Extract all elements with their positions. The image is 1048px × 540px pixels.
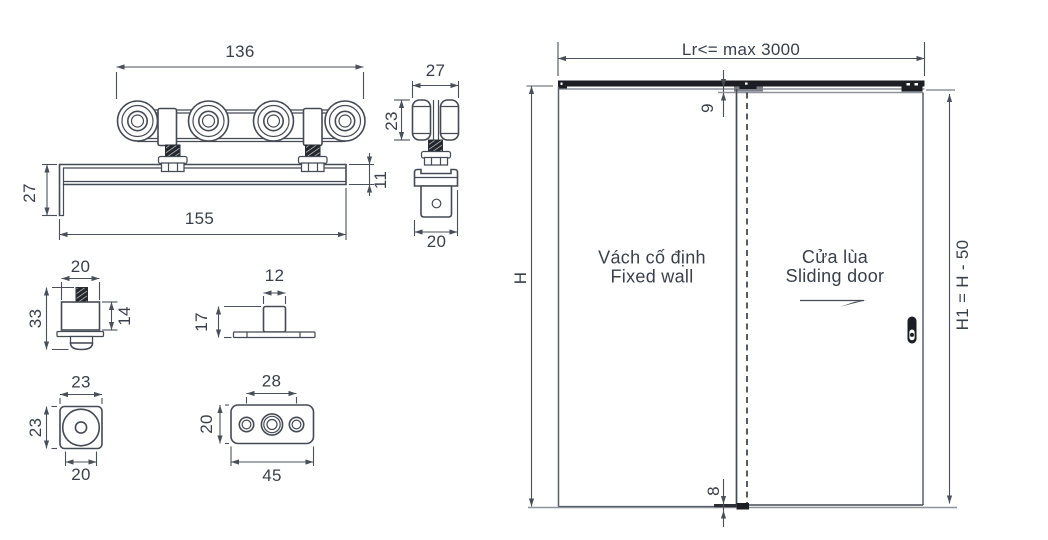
dim-label-plate-hole-spacing: 28	[262, 372, 282, 391]
dim-label-block-height: 23	[26, 418, 45, 438]
hanger-profile	[413, 168, 459, 187]
dim-label-roller-height: 23	[382, 111, 401, 131]
fixed-wall-panel	[557, 86, 738, 508]
threaded-stud-left	[165, 144, 181, 158]
hanger-block-left	[157, 107, 178, 147]
dim-opening-height: H	[511, 85, 553, 507]
dim-label-track-length: Lr<= max 3000	[682, 40, 800, 59]
dim-plate-hole-spacing: 28	[245, 372, 298, 404]
threaded-stud-right	[305, 144, 321, 158]
fixed-wall-label-vi: Vách cố định	[598, 248, 706, 268]
adjusting-nut-side	[420, 150, 452, 166]
adjusting-nut-right	[297, 155, 328, 173]
door-bottom-seal	[714, 504, 736, 508]
dim-label-plate-width: 45	[262, 466, 282, 485]
track-end-cap-left	[558, 80, 567, 89]
dim-stopper-body-height: 14	[102, 301, 134, 331]
dim-roller-height: 23	[382, 99, 410, 141]
dim-label-stopper-height: 33	[26, 309, 45, 329]
door-bracket	[420, 185, 453, 218]
hanger-block-right	[302, 107, 323, 147]
dim-rail-thickness: 11	[349, 153, 390, 196]
door-mounting-rail	[58, 163, 347, 217]
dim-block-height: 23	[26, 405, 57, 450]
floor-guide-mark	[736, 503, 749, 510]
track-rail	[558, 80, 925, 92]
slide-direction-arrow-icon	[800, 299, 867, 307]
dim-label-stopper-width: 20	[71, 257, 91, 276]
dim-plate-height: 20	[197, 404, 229, 445]
dim-stopper-height: 33	[26, 286, 74, 351]
roller-carriage-front-view: 136 27 155 11	[20, 42, 390, 240]
dim-bottom-gap: 8	[704, 479, 727, 527]
dim-rail-flange-height: 27	[20, 163, 57, 217]
guide-block-body	[59, 405, 103, 450]
dim-label-rail-thickness: 11	[371, 171, 390, 189]
guide-block-axle	[74, 421, 88, 434]
dim-guide-height: 17	[192, 305, 261, 339]
roller-side-right	[439, 99, 460, 141]
dim-track-length: Lr<= max 3000	[557, 40, 926, 76]
dim-label-plate-height: 20	[197, 414, 216, 434]
roller-side-left	[411, 99, 432, 141]
sliding-door-label-vi: Cửa lùa	[802, 247, 869, 267]
dim-label-top-gap: 9	[698, 103, 717, 113]
dim-stopper-width: 20	[60, 257, 101, 300]
guide-block-roller	[61, 408, 101, 447]
fixed-wall-label-en: Fixed wall	[610, 267, 693, 287]
dim-block-bottom-width: 20	[64, 451, 98, 484]
roller-wheel-1	[116, 100, 159, 142]
door-stopper-view: 20 33 14	[26, 257, 134, 351]
dim-door-height: H1 = H - 50	[926, 89, 972, 504]
track-roller-center	[734, 80, 763, 92]
floor-guide-view: 12 17	[192, 266, 316, 339]
dim-block-width: 23	[59, 373, 103, 404]
dim-carriage-width: 136	[115, 42, 365, 99]
guide-pin	[262, 305, 287, 333]
mounting-plate-body	[230, 404, 315, 445]
dim-plate-width: 45	[230, 446, 315, 485]
track-roller-right	[901, 80, 923, 92]
roller-carriage-side-view: 27 23 20	[382, 61, 460, 251]
dim-label-door-height: H1 = H - 50	[953, 240, 972, 331]
dim-label-carriage-width: 136	[225, 42, 254, 61]
dim-label-block-width: 23	[71, 373, 91, 392]
dim-label-guide-pin-width: 12	[265, 266, 285, 285]
stopper-dome	[69, 335, 94, 351]
dim-label-roller-width: 27	[426, 61, 446, 80]
stopper-washer	[56, 330, 105, 338]
guide-base-plate	[232, 331, 316, 339]
roller-wheel-4	[324, 100, 366, 142]
mounting-plate-view: 28 20 45	[197, 372, 315, 485]
dim-label-guide-height: 17	[192, 312, 211, 332]
stopper-stud	[75, 287, 88, 303]
plate-hole-right	[288, 416, 305, 433]
dim-label-opening-height: H	[511, 272, 530, 285]
dim-label-stopper-body-height: 14	[115, 306, 134, 326]
dim-top-gap: 9	[698, 70, 736, 117]
door-handle-icon	[907, 316, 917, 344]
dim-label-block-bottom-width: 20	[71, 465, 91, 484]
roller-wheel-3	[252, 100, 295, 142]
dim-label-rail-flange-height: 27	[20, 183, 39, 203]
dim-guide-pin-width: 12	[262, 266, 287, 304]
installation-diagram: Lr<= max 3000 9 8 H H1 = H - 50	[511, 40, 972, 527]
dim-label-bottom-gap: 8	[704, 486, 723, 496]
roller-wheel-2	[187, 100, 230, 142]
plate-hole-center	[260, 413, 284, 436]
adjusting-nut-left	[157, 155, 188, 173]
dim-rail-length: 155	[58, 188, 347, 240]
sliding-door-label-en: Sliding door	[786, 266, 885, 286]
plate-hole-left	[238, 416, 255, 433]
guide-block-view: 23 23 20	[26, 373, 103, 484]
sliding-door-panel	[737, 91, 924, 506]
dim-label-rail-length: 155	[185, 209, 214, 228]
bracket-hole	[431, 198, 442, 209]
dim-label-bracket-width: 20	[427, 232, 447, 251]
dim-bracket-width: 20	[413, 190, 459, 251]
stopper-body	[60, 301, 101, 331]
dim-roller-width: 27	[411, 61, 460, 98]
